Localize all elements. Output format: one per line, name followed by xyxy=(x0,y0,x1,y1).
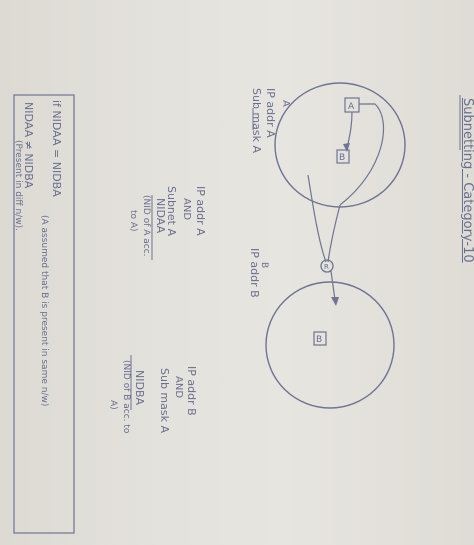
conclusion-if: if NIDAA = NIDBA xyxy=(50,100,63,197)
block-a-line-2: AND xyxy=(181,198,192,221)
link-a-router xyxy=(307,174,327,263)
block-a-line-1: IP addr A xyxy=(194,186,207,236)
arrow-a-to-b-inner xyxy=(346,111,353,149)
block-b-line-6: A) xyxy=(108,400,118,410)
page-title: Subnetting - Category-10 xyxy=(460,98,474,263)
host-b-inner-box xyxy=(336,149,350,164)
host-b-inner-label: B xyxy=(339,153,345,163)
block-b-line-2: AND xyxy=(173,376,184,399)
router-label: R xyxy=(324,263,329,271)
block-b-line-5: (NID of B acc. to xyxy=(121,360,131,434)
block-b-line-3: Sub mask A xyxy=(158,368,171,434)
note-ip-addr-b: IP addr B xyxy=(248,248,261,298)
note-a-over: A xyxy=(280,100,291,107)
conclusion-line-4: (Present in diff n/w). xyxy=(13,140,23,231)
block-a-line-5: (NID of A acc. xyxy=(141,195,151,257)
arrow-head-b xyxy=(331,297,339,306)
conclusion-box xyxy=(13,94,75,534)
network-a-circle xyxy=(274,82,406,208)
conclusion-line-3: NIDAA ≠ NIDBA xyxy=(22,102,35,189)
link-router-b xyxy=(330,270,336,301)
block-b-line-4: NIDBA xyxy=(133,370,146,406)
path-a-to-router xyxy=(339,103,385,206)
link-a-router-2 xyxy=(327,204,341,263)
arrow-head xyxy=(343,143,350,152)
host-a-label: A xyxy=(348,102,355,112)
router-node xyxy=(320,259,334,273)
block-a-line-3: Subnet A xyxy=(165,186,178,237)
conclusion-line-2: (A assumed that B is present in same n/w… xyxy=(39,215,49,407)
host-b-label: B xyxy=(316,335,322,345)
block-a-line-6: to A) xyxy=(128,210,138,232)
network-b-circle xyxy=(265,281,395,409)
note-ip-addr-a: IP addr A xyxy=(264,88,277,138)
note-sub-mask-a: Sub mask A xyxy=(250,88,263,154)
block-b-line-1: IP addr B xyxy=(185,366,198,416)
block-a-line-4: NIDAA xyxy=(154,198,167,234)
host-b-box xyxy=(313,331,327,346)
